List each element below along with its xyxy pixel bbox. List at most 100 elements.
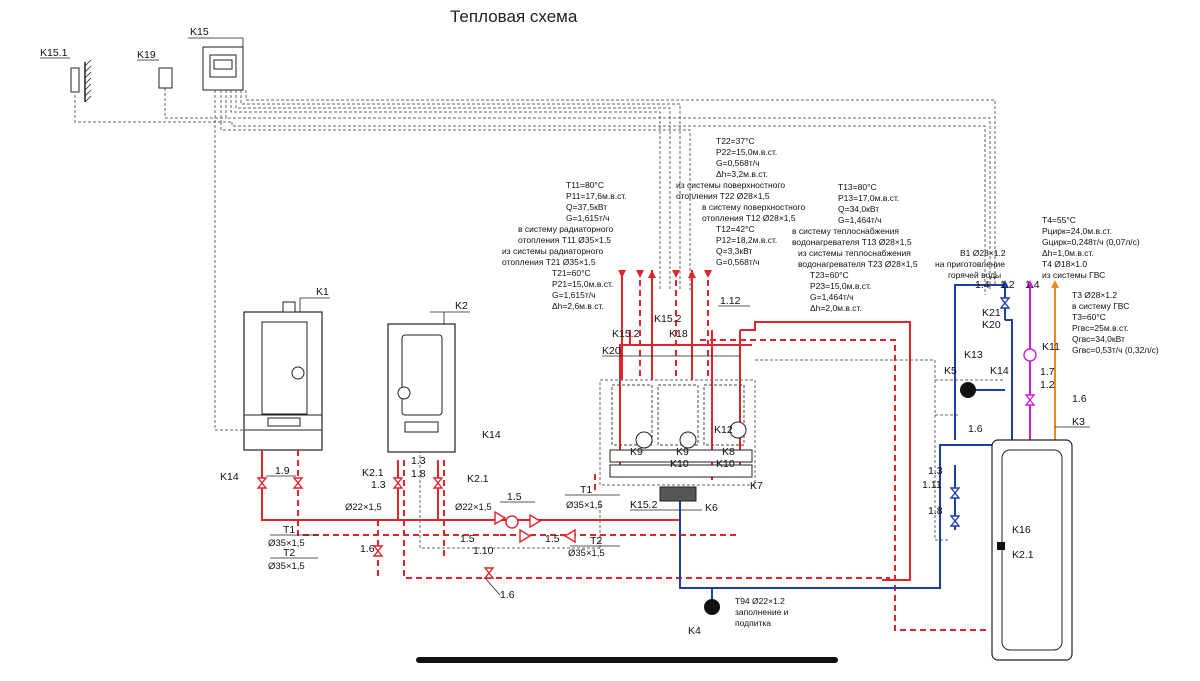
room-sensor: K19: [137, 49, 173, 89]
label-1-6d: 1.6: [1072, 393, 1087, 405]
label-k15-2a: K15.2: [612, 328, 640, 340]
label-p35a: Ø35×1,5: [268, 538, 305, 549]
t22-line-1: P22=15,0м.в.ст.: [716, 147, 777, 157]
t22-line-3: Δh=3,2м.в.ст.: [716, 169, 768, 179]
t23-line-0: T23=60°C: [810, 270, 849, 280]
t12-line-0: T12=42°C: [716, 224, 755, 234]
label-t94-2: заполнение и: [735, 607, 789, 617]
label-p35b: Ø35×1,5: [268, 561, 305, 572]
label-k14c: K14: [990, 365, 1009, 377]
annotation-t13-supply: в систему теплоснабжения водонагревателя…: [792, 226, 912, 247]
t12-line-1: P12=18,2м.в.ст.: [716, 235, 777, 245]
t11-supply-line-1: отопления T11 Ø35×1,5: [518, 235, 611, 245]
expansion-tank-k5: K5: [944, 365, 976, 398]
t3-line-1: в систему ГВС: [1072, 301, 1129, 311]
label-k14a: K14: [220, 471, 239, 483]
label-1-12: 1.12: [720, 295, 741, 307]
t22-line-2: G=0,568т/ч: [716, 158, 760, 168]
label-k10a: K10: [670, 458, 689, 470]
t3-line-5: Gгвс=0,53т/ч (0,32л/с): [1072, 345, 1159, 355]
t11-line-2: Q=37,5кВт: [566, 202, 607, 212]
label-1-11: 1.11: [922, 479, 942, 491]
label-k2-1b: K2.1: [467, 473, 489, 485]
label-k20a: K20: [602, 345, 621, 357]
t23-line-3: Δh=2,0м.в.ст.: [810, 303, 862, 313]
t4-line-4: T4 Ø18×1.0: [1042, 259, 1087, 269]
t11-line-0: T11=80°C: [566, 180, 604, 190]
controller-k15: K15: [188, 26, 244, 91]
label-t2a: T2: [283, 547, 295, 559]
label-k2-1a: K2.1: [362, 467, 384, 479]
annotation-t4: T4=55°C Pцирк=24,0м.в.ст. Gцирк=0,248т/ч…: [1042, 215, 1140, 280]
label-1-9: 1.9: [275, 465, 290, 477]
t4-line-0: T4=55°C: [1042, 215, 1076, 225]
label-k1: K1: [316, 286, 329, 298]
t11-supply-line-0: в систему радиаторного: [518, 224, 613, 234]
valves: [256, 477, 576, 579]
label-k2-1c: K2.1: [1012, 549, 1034, 561]
label-1-3b: 1.3: [411, 455, 426, 467]
label-1-6a: 1.6: [360, 543, 375, 555]
t4-line-5: из системы ГВС: [1042, 270, 1105, 280]
label-k2: K2: [455, 300, 468, 312]
dhw-valves: [949, 297, 1011, 527]
t3-line-3: Pгвс=25м.в.ст.: [1072, 323, 1129, 333]
annotation-t11: T11=80°C P11=17,6м.в.ст. Q=37,5кВт G=1,6…: [566, 180, 627, 223]
label-k6: K6: [705, 502, 718, 514]
t21-line-2: G=1,615т/ч: [552, 290, 596, 300]
label-k15-2b: K15.2: [654, 313, 682, 325]
label-1-8a: 1.8: [411, 468, 426, 480]
t4-line-1: Pцирк=24,0м.в.ст.: [1042, 226, 1112, 236]
label-k15: K15: [190, 26, 209, 38]
label-k3: K3: [1072, 416, 1085, 428]
outdoor-sensor: K15.1: [40, 47, 92, 103]
label-k13: K13: [964, 349, 983, 361]
t23-return-line-1: водонагревателя T23 Ø28×1,5: [798, 259, 918, 269]
t3-line-2: T3=60°C: [1072, 312, 1106, 322]
t13-supply-line-1: водонагревателя T13 Ø28×1,5: [792, 237, 912, 247]
dhw-arrows: [1001, 280, 1059, 288]
t11-line-1: P11=17,6м.в.ст.: [566, 191, 627, 201]
label-1-8b: 1.8: [928, 505, 943, 517]
t21-return-line-1: отопления T21 Ø35×1,5: [502, 257, 596, 267]
label-1-2b: 1.2: [1040, 379, 1055, 391]
t23-line-2: G=1,464т/ч: [810, 292, 854, 302]
label-k10b: K10: [716, 458, 735, 470]
label-t94-1: T94 Ø22×1.2: [735, 596, 785, 606]
label-1-3a: 1.3: [371, 479, 386, 491]
pump-group-k7: K9 K9 K8 K12 K10 K10 K7 K6 K15.2: [599, 379, 763, 514]
label-k15-1: K15.1: [40, 47, 68, 59]
label-1-5c: 1.5: [545, 533, 560, 545]
t22-return-line-0: из системы поверхностного: [676, 180, 785, 190]
label-1-10: 1.10: [473, 545, 494, 557]
label-k14b: K14: [482, 429, 501, 441]
label-k20b: K20: [982, 319, 1001, 331]
label-1-3c: 1.3: [928, 465, 943, 477]
t13-line-3: G=1,464т/ч: [838, 215, 882, 225]
label-k15-2c: K15.2: [630, 499, 658, 511]
annotation-t23: T23=60°C P23=15,0м.в.ст. G=1,464т/ч Δh=2…: [810, 270, 871, 313]
pipe-number-labels: K14 1.9 K2.1 1.3 1.3 1.8 K2.1 K14 Ø22×1,…: [220, 279, 1087, 628]
diagram-title: Тепловая схема: [450, 7, 578, 26]
b1-line-0: B1 Ø28×1.2: [960, 248, 1006, 258]
t12-line-3: G=0,568т/ч: [716, 257, 760, 267]
boiler-k1: K1: [243, 286, 330, 451]
label-t2b: T2: [590, 535, 602, 547]
label-1-6b: 1.6: [500, 589, 515, 601]
annotation-t12: T12=42°C P12=18,2м.в.ст. Q=3,3кВт G=0,56…: [716, 224, 777, 267]
cold-water-pipes: [679, 284, 1013, 600]
label-k9a: K9: [630, 446, 643, 458]
label-t1b: T1: [580, 484, 592, 496]
heating-supply-pipes: [261, 270, 911, 581]
t3-line-0: T3 Ø28×1.2: [1072, 290, 1117, 300]
label-1-2a: 1.2: [1000, 279, 1015, 291]
t13-line-2: Q=34,0кВт: [838, 204, 879, 214]
label-k11: K11: [1042, 341, 1060, 353]
annotation-t23-return: из системы теплоснабжения водонагревател…: [798, 248, 918, 269]
home-indicator[interactable]: [416, 657, 838, 663]
t21-line-3: Δh=2,6м.в.ст.: [552, 301, 604, 311]
dhw-tank-k3: K3 K16 K2.1: [991, 416, 1090, 661]
t21-line-1: P21=15,0м.в.ст.: [552, 279, 613, 289]
label-t1a: T1: [283, 524, 295, 536]
